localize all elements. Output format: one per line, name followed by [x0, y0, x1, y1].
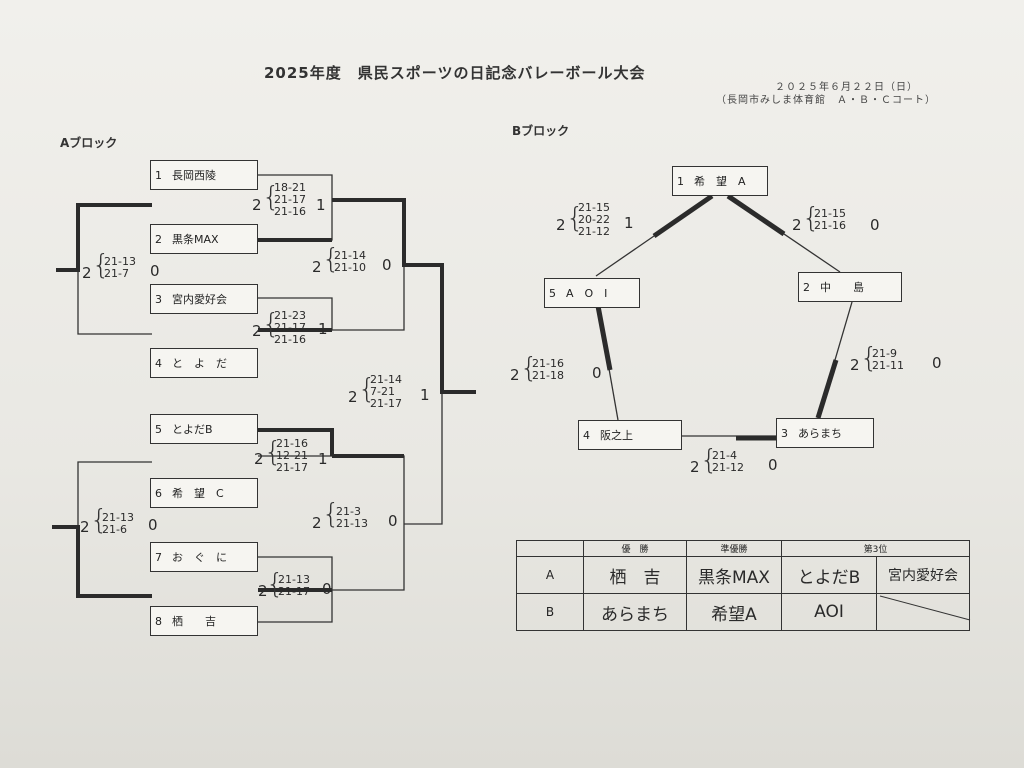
- score-brace: {: [358, 372, 376, 405]
- score-right: 0: [382, 256, 392, 274]
- score-brace: {: [322, 242, 340, 275]
- results-third-1: とよだB: [781, 556, 877, 594]
- score-brace: {: [700, 443, 718, 476]
- block-b-label: Bブロック: [512, 124, 570, 138]
- results-header-row: 優 勝 準優勝 第3位: [516, 540, 970, 557]
- score-brace: {: [266, 567, 284, 600]
- results-winner: あらまち: [583, 593, 687, 631]
- results-third-2: 宮内愛好会: [876, 556, 970, 594]
- score-left: 2: [510, 366, 520, 384]
- score-left: 2: [258, 582, 268, 600]
- score-right: 1: [318, 320, 328, 338]
- score-left: 2: [556, 216, 566, 234]
- results-header-winner: 優 勝: [583, 540, 687, 557]
- results-row-a: A 栖 吉 黒条MAX とよだB 宮内愛好会: [516, 556, 970, 594]
- score-left: 2: [252, 322, 262, 340]
- score-right: 0: [388, 512, 398, 530]
- event-venue: （長岡市みしま体育館 Ａ・Ｂ・Ｃコート）: [716, 95, 936, 106]
- score-right: 0: [932, 354, 942, 372]
- results-row-label: B: [516, 593, 584, 631]
- score-brace: {: [264, 435, 282, 468]
- score-right: 1: [420, 386, 430, 404]
- score-left: 2: [850, 356, 860, 374]
- score-brace: {: [322, 497, 340, 530]
- results-table: 優 勝 準優勝 第3位 A 栖 吉 黒条MAX とよだB 宮内愛好会 B あらま…: [516, 540, 970, 631]
- score-right: 0: [768, 456, 778, 474]
- score-left: 2: [690, 458, 700, 476]
- score-left: 2: [348, 388, 358, 406]
- results-runnerup: 希望A: [686, 593, 782, 631]
- score-right: 0: [592, 364, 602, 382]
- score-right: 1: [316, 196, 326, 214]
- score-right: 0: [150, 262, 160, 280]
- score-left: 2: [252, 196, 262, 214]
- score-left: 2: [312, 258, 322, 276]
- score-brace: {: [92, 248, 110, 281]
- score-right: 1: [624, 214, 634, 232]
- page-title: 2025年度 県民スポーツの日記念バレーボール大会: [264, 64, 646, 82]
- score-brace: {: [520, 351, 538, 384]
- score-brace: {: [262, 180, 280, 213]
- results-winner: 栖 吉: [583, 556, 687, 594]
- results-header-runnerup: 準優勝: [686, 540, 782, 557]
- score-brace: {: [262, 307, 280, 340]
- results-header-blank: [516, 540, 584, 557]
- score-brace: {: [802, 201, 820, 234]
- score-right: 0: [322, 580, 332, 598]
- event-date: ２０２５年６月２２日（日）: [775, 82, 918, 93]
- results-header-third: 第3位: [781, 540, 970, 557]
- score-right: 0: [870, 216, 880, 234]
- score-brace: {: [860, 341, 878, 374]
- results-third-1: AOI: [781, 593, 877, 631]
- block-a-label: Aブロック: [60, 136, 118, 150]
- score-left: 2: [312, 514, 322, 532]
- score-right: 1: [318, 450, 328, 468]
- results-runnerup: 黒条MAX: [686, 556, 782, 594]
- results-row-b: B あらまち 希望A AOI: [516, 593, 970, 631]
- score-left: 2: [254, 450, 264, 468]
- score-left: 2: [82, 264, 92, 282]
- score-left: 2: [80, 518, 90, 536]
- results-third-2: [876, 593, 970, 631]
- score-left: 2: [792, 216, 802, 234]
- results-row-label: A: [516, 556, 584, 594]
- score-brace: {: [90, 503, 108, 536]
- score-right: 0: [148, 516, 158, 534]
- score-brace: {: [566, 201, 584, 234]
